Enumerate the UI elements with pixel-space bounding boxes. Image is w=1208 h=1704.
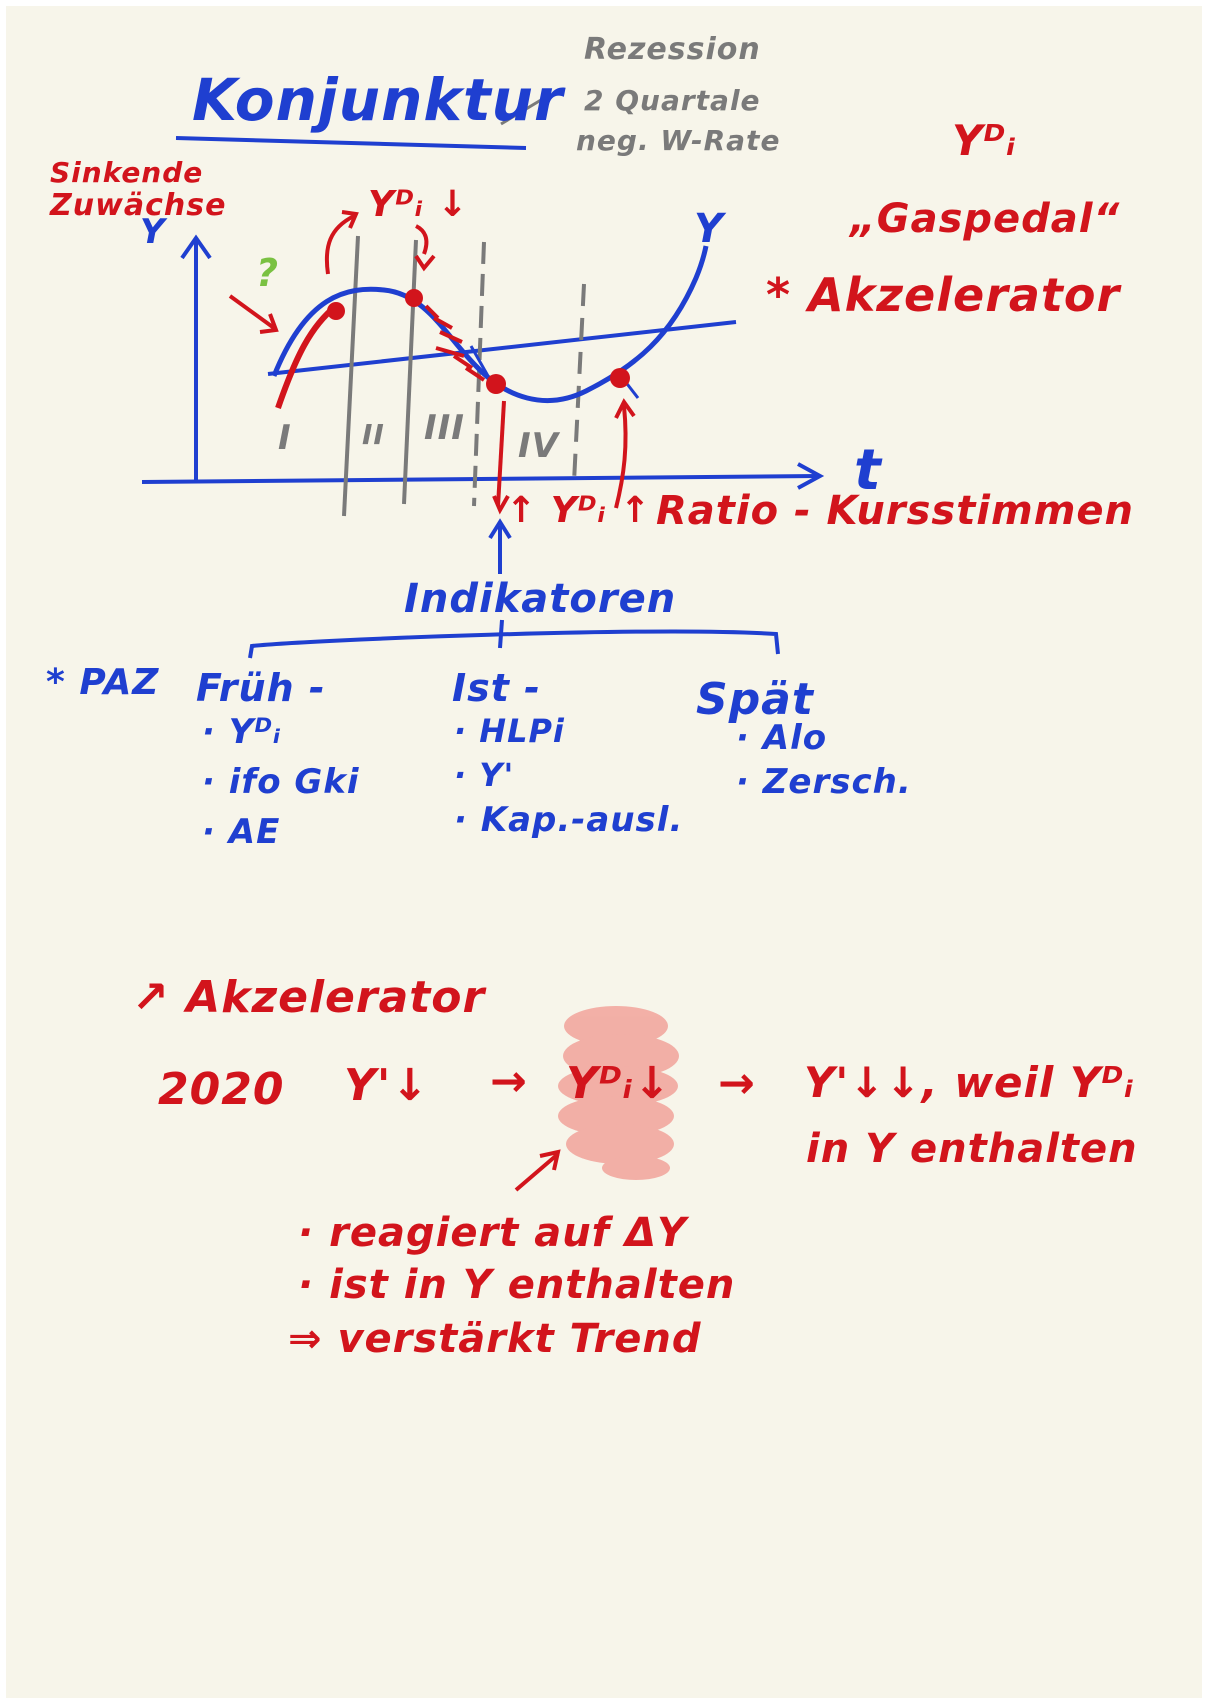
indicators-heading: Indikatoren [404,576,677,622]
gaspedal-label: „Gaspedal“ [850,196,1121,242]
col-current-item-2: · Y' [454,756,515,794]
chain-arrow-1: → [490,1056,528,1107]
title-note-3: neg. W-Rate [576,124,781,157]
chain-step-4: in Y enthalten [806,1126,1138,1172]
curve-y-label: Y [694,206,724,252]
bullet-2: · ist in Y enthalten [298,1262,736,1308]
y-axis-arrow [180,234,212,260]
arrow-up-left [324,214,355,275]
phase-3: III [424,408,465,448]
left-note-1: Sinkende [50,156,204,189]
title-underline [175,136,527,150]
year-label: 2020 [158,1064,285,1115]
akzelerator-heading: ↗ Akzelerator [132,972,486,1023]
col-late-head: Spät [696,674,814,725]
yd-down-label: Yᴰᵢ ↓ [368,184,469,225]
question-mark: ? [256,251,280,295]
note-page: Konjunktur Rezession 2 Quartale neg. W-R… [6,6,1202,1698]
col-current-item-1: · HLPi [454,712,565,750]
turning-points [327,289,630,394]
bottom-arrows [492,398,636,515]
bullet-1: · reagiert auf ΔY [298,1210,687,1256]
cycle-drawing [141,92,825,1192]
t-axis-label: t [854,438,882,503]
t-axis [141,474,819,484]
phase-1: I [278,418,292,458]
chain-step-1: Y'↓ [344,1060,430,1111]
col-current-head: Ist - [452,666,541,710]
highlight-blob [558,1006,679,1180]
bullet-3: ⇒ verstärkt Trend [288,1316,702,1362]
title-note-2: 2 Quartale [584,84,761,117]
chain-step-3: Y'↓↓, weil Yᴰᵢ [804,1058,1135,1107]
left-note-2: Zuwächse [50,188,227,223]
yd-up-label: ↑ Yᴰᵢ ↑ [506,490,652,531]
downswing-hatching [424,304,486,382]
col-late-item-2: · Zersch. [736,762,912,802]
cycle-curve [271,245,709,404]
ratio-label: Ratio - Kursstimmen [656,488,1134,534]
title-note-1: Rezession [584,32,761,67]
chain-arrow-2: → [718,1058,756,1109]
phase-dividers [342,235,586,517]
chain-step-2: Yᴰᵢ↓ [566,1058,672,1109]
indicator-bracket [248,518,780,659]
page-title: Konjunktur [192,66,564,134]
phase-2: II [362,418,385,451]
paz-label: * PAZ [46,662,160,703]
phase-4: IV [518,426,559,466]
yd-right-label: Yᴰᵢ [952,116,1017,165]
col-current-item-3: · Kap.-ausl. [454,800,684,840]
arrow-down-right [415,224,429,255]
y-axis-label: Y [140,212,166,252]
col-early-item-2: · ifo Gki [202,762,360,802]
col-early-item-3: · AE [202,812,281,852]
t-axis-arrow [797,462,825,490]
col-early-item-1: · Yᴰᵢ [202,712,282,752]
col-late-item-1: · Alo [736,718,828,758]
col-early-head: Früh - [196,666,326,710]
akzelerator-label: * Akzelerator [766,268,1121,322]
trend-line [267,320,737,376]
